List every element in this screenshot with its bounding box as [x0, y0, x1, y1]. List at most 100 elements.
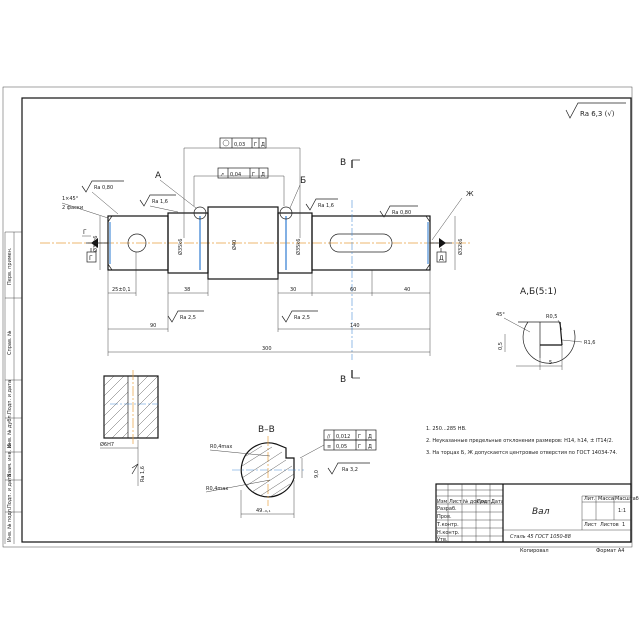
- svg-text:Ra 3,2: Ra 3,2: [342, 467, 358, 473]
- section-hatch: [241, 445, 295, 498]
- svg-text://: //: [327, 434, 331, 440]
- detail-dim-5: 5: [549, 360, 552, 366]
- dim-d-mid: Ø40: [231, 240, 238, 250]
- radial-hole: [127, 233, 147, 253]
- dim-300: 300: [262, 346, 272, 352]
- ra-25-left: Ra 2,5: [167, 310, 204, 323]
- tb-copied: Копировал: [520, 548, 549, 554]
- tb-role-check: Пров.: [437, 514, 452, 520]
- ra-16-right: Ra 1,6: [305, 198, 338, 211]
- two-chamfers-note: 2 фаски: [62, 205, 83, 211]
- tb-role-nctrl: Н.контр.: [437, 530, 460, 536]
- ra-080-right: Ra 0,80: [379, 205, 418, 218]
- note-3: 3. На торцах Б, Ж допускается центровые …: [426, 450, 618, 456]
- dim-lines: 25±0,1 38 30 60 40 90 140 300: [107, 252, 431, 356]
- svg-text:Ra 1,6: Ra 1,6: [318, 203, 334, 209]
- general-roughness-text: Ra 6,3 (√): [580, 110, 615, 118]
- detail-title: А,Б(5:1): [520, 287, 557, 297]
- detail-marker-b: [279, 206, 293, 220]
- tb-row-sign: Подп.: [477, 499, 493, 505]
- dim-90: 90: [150, 323, 156, 329]
- svg-text:0,04: 0,04: [230, 172, 241, 178]
- svg-text:Ra 2,5: Ra 2,5: [180, 315, 196, 321]
- label-b: Б: [300, 176, 306, 186]
- svg-text:Г: Г: [252, 172, 255, 178]
- svg-text:0,012: 0,012: [336, 434, 350, 440]
- svg-text:Ra 1,6: Ra 1,6: [140, 466, 146, 482]
- detail-45: 45°: [496, 312, 505, 318]
- label-a: А: [155, 171, 162, 181]
- dim-25: 25±0,1: [112, 287, 131, 293]
- datum-g: Г: [89, 255, 93, 262]
- outer-frame: [2, 86, 633, 548]
- hole-hatch: [103, 375, 159, 439]
- svg-text:↗: ↗: [220, 172, 224, 178]
- label-zh: Ж: [466, 190, 474, 198]
- svg-text:≡: ≡: [327, 444, 331, 450]
- tb-row-doc: № докум.: [463, 499, 488, 505]
- section-r1: R0,4max: [210, 444, 232, 450]
- tb-sheets: Листов: [600, 522, 619, 528]
- tb-sheet: Лист: [584, 522, 597, 528]
- section-vv: В–В R0,4max R0,4max 49₋₀,₁ 9,0 //: [205, 425, 377, 518]
- keyway-roughness: Ra 3,2: [327, 462, 370, 475]
- tb-row-date: Дата: [491, 499, 504, 505]
- tb-col-scale: Масштаб: [615, 496, 639, 502]
- section-r2: R0,4max: [206, 486, 228, 492]
- label-v-bottom: В: [340, 375, 346, 385]
- tb-scale: 1:1: [618, 508, 626, 514]
- svg-text:Ra 2,5: Ra 2,5: [294, 315, 310, 321]
- dim-38: 38: [184, 287, 190, 293]
- svg-text:Г: Г: [254, 142, 257, 148]
- side-strip-label: Подп. и дата: [7, 474, 13, 508]
- svg-text:0,03: 0,03: [234, 142, 245, 148]
- inner-frame: [21, 97, 632, 543]
- datum-d-box: [436, 251, 447, 263]
- keyway-tolerance: // ≡ 0,012 Г Д 0,05 Г Д: [299, 429, 377, 459]
- ra-25-right: Ra 2,5: [281, 310, 318, 323]
- side-strip: Перв. примен. Справ. № Подп. и дата Инв.…: [4, 231, 22, 544]
- datum-d: Д: [439, 255, 444, 262]
- dim-60: 60: [350, 287, 356, 293]
- side-strip-label: Инв. № дубл.: [7, 413, 13, 448]
- part-name: Вал: [532, 507, 550, 517]
- detail-05: 0,5: [498, 342, 504, 350]
- title-block: Изм Лист № докум. Подп. Дата Разраб. Про…: [435, 483, 639, 554]
- datum-g-top: Г: [83, 229, 87, 236]
- hole-roughness: Ra 1,6: [131, 440, 146, 486]
- tb-sheets-count: 1: [622, 522, 625, 528]
- label-v-top: В: [340, 158, 346, 168]
- svg-text:Д: Д: [368, 434, 372, 440]
- svg-text:Д: Д: [368, 444, 372, 450]
- dim-d-journal-left: Ø35k6: [177, 239, 184, 255]
- dim-140: 140: [350, 323, 360, 329]
- svg-text:Д: Д: [261, 172, 265, 178]
- hole-section: Ø6H7 Ra 1,6: [100, 370, 159, 486]
- tb-role-appr: Утв.: [437, 537, 448, 543]
- dim-30: 30: [290, 287, 296, 293]
- material: Сталь 45 ГОСТ 1050-88: [510, 534, 571, 540]
- svg-text:Ra 0,80: Ra 0,80: [94, 185, 113, 191]
- tb-role-tctrl: Т.контр.: [436, 522, 459, 528]
- svg-text:Ra 0,80: Ra 0,80: [392, 210, 411, 216]
- side-strip-label: Перв. примен.: [7, 247, 13, 285]
- svg-text:Г: Г: [358, 434, 361, 440]
- side-strip-label: Инв. № подл.: [7, 507, 13, 542]
- note-1: 1. 250...285 HB.: [426, 426, 467, 432]
- dim-d-left: Ø32k6: [92, 236, 99, 252]
- tb-row-list: Лист: [449, 499, 462, 505]
- tb-format: Формат А4: [596, 548, 624, 554]
- svg-text:Ra 1,6: Ra 1,6: [152, 199, 168, 205]
- runout-frame-top: 0,03 Г Д: [183, 137, 301, 238]
- dim-40: 40: [404, 287, 410, 293]
- ra-080-left: Ra 0,80: [81, 180, 124, 215]
- section-depth: 9,0: [314, 470, 320, 478]
- detail-r16: R1,6: [584, 340, 595, 346]
- dim-d-journal-right: Ø35k6: [295, 239, 302, 255]
- side-strip-label: Взам. инв. №: [7, 442, 13, 477]
- side-strip-label: Справ. №: [7, 330, 13, 355]
- shaft-main-view: А Б В В Ж Г Г Д Ø32k6 Ø35k6 Ø40 Ø35k6 Ø3…: [40, 137, 474, 385]
- section-title: В–В: [258, 425, 275, 435]
- chamfer-note: 1×45°: [62, 196, 79, 202]
